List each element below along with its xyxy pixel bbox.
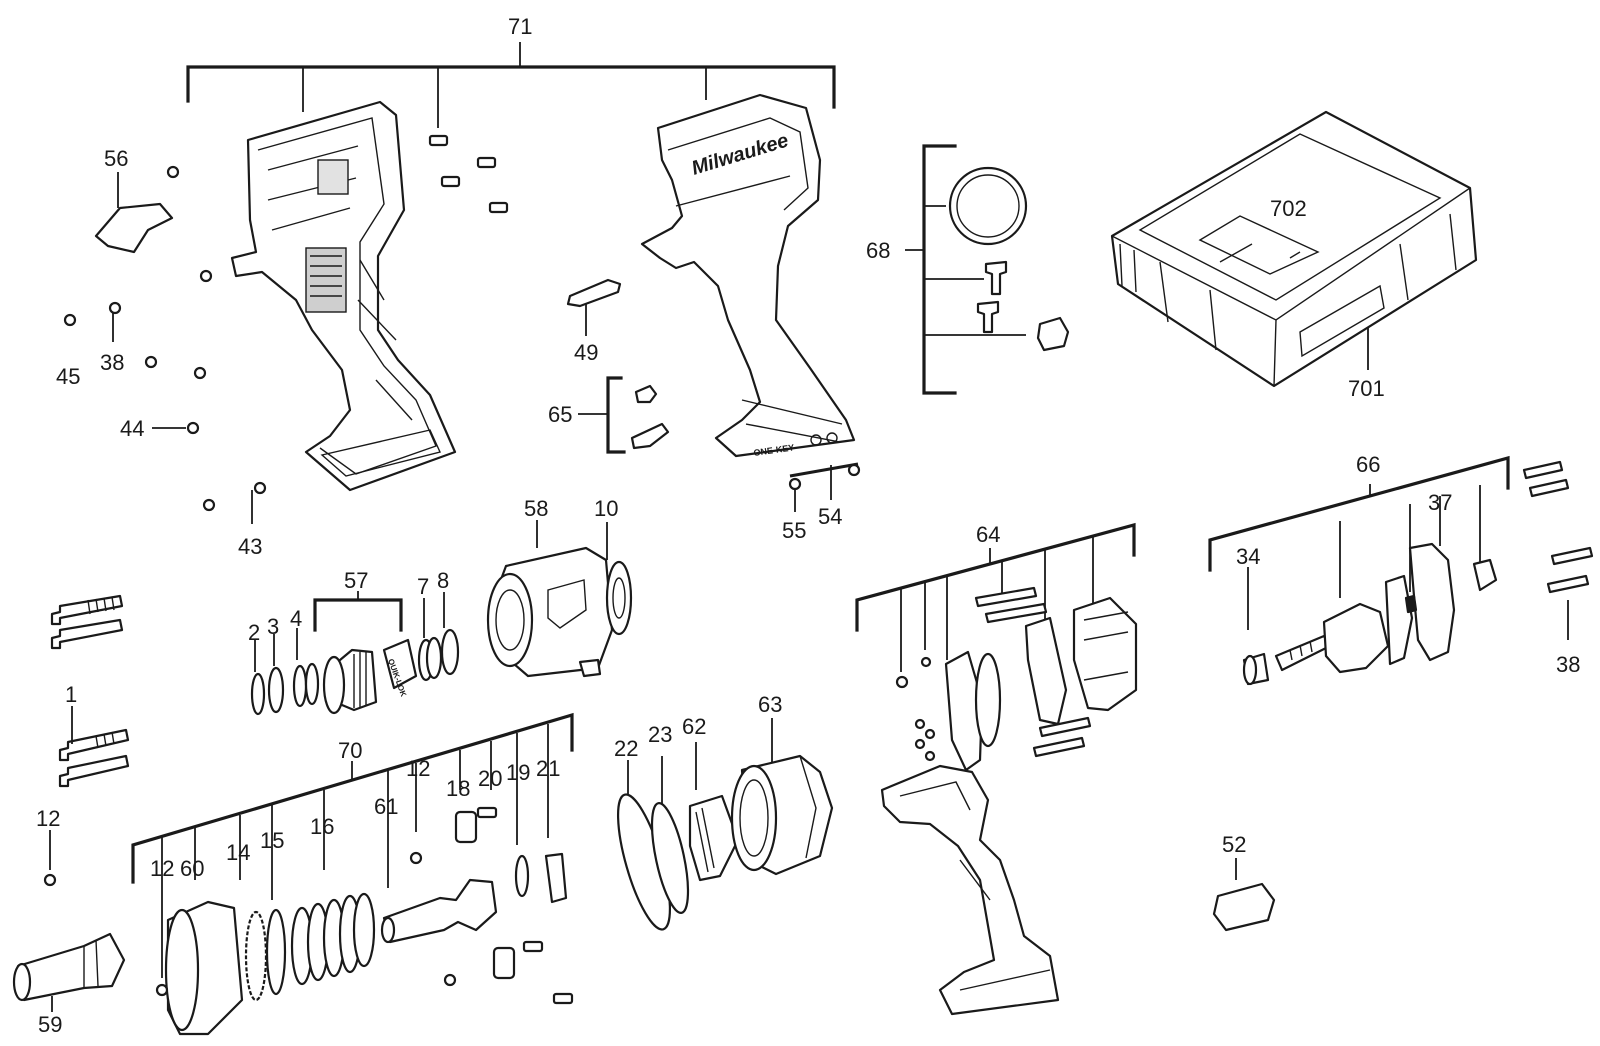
label-70: 70: [338, 738, 362, 763]
label-62: 62: [682, 714, 706, 739]
label-15: 15: [260, 828, 284, 853]
label-38b: 38: [1556, 652, 1580, 677]
part-65-switch-lever: [630, 422, 670, 450]
part-23-oring: [650, 802, 690, 914]
label-21: 21: [536, 756, 560, 781]
part-16-spring: [290, 892, 376, 986]
part-18-gear-top: [454, 810, 478, 844]
part-54-screw: [847, 463, 861, 477]
label-20: 20: [478, 766, 502, 791]
label-12b: 12: [406, 756, 430, 781]
label-10: 10: [594, 496, 618, 521]
label-52: 52: [1222, 832, 1246, 857]
part-62-ring-gear: [688, 794, 740, 882]
label-71: 71: [508, 14, 532, 39]
label-14: 14: [226, 840, 250, 865]
label-60: 60: [180, 856, 204, 881]
label-12a: 12: [36, 806, 60, 831]
label-43: 43: [238, 534, 262, 559]
label-22: 22: [614, 736, 638, 761]
part-59-anvil: [12, 932, 126, 1002]
label-68: 68: [866, 238, 890, 263]
part-56-label-plate: [94, 202, 174, 254]
label-8: 8: [437, 568, 449, 593]
label-64: 64: [976, 522, 1000, 547]
label-19: 19: [506, 760, 530, 785]
label-49: 49: [574, 340, 598, 365]
bracket-65: [578, 376, 626, 454]
part-68-cap: [1036, 316, 1070, 352]
label-16: 16: [310, 814, 334, 839]
part-14-ball-ring: [244, 910, 268, 1002]
callout-labels: 71 56 45 38 44 43 49 65 55 54 68 702 701…: [36, 14, 1580, 1037]
part-66-motor: [1242, 542, 1498, 686]
label-63: 63: [758, 692, 782, 717]
part-49-clip: [566, 278, 622, 308]
part-58-gear-housing: [486, 546, 614, 678]
part-15-washer: [265, 908, 287, 996]
part-21-ring: [544, 852, 568, 904]
housing-right-half: Milwaukee ONE-KEY: [640, 93, 856, 458]
label-61: 61: [374, 794, 398, 819]
part-20-pin-mid: [522, 940, 544, 953]
part-12-ball-b: [409, 851, 423, 865]
label-45: 45: [56, 364, 80, 389]
label-56: 56: [104, 146, 128, 171]
part-18-gear-bottom: [492, 946, 516, 980]
part-20-pin-bot: [552, 992, 574, 1005]
part-60-hammer: [155, 900, 244, 1036]
part-20-pin-top: [476, 806, 498, 819]
part-38-bolts-right: [1522, 460, 1594, 594]
bracket-68: [905, 144, 1026, 395]
part-64-electronics: [880, 586, 1138, 1016]
part-12-ball-c: [155, 983, 169, 997]
carry-case: [1110, 110, 1478, 388]
bracket-64: [855, 522, 1136, 672]
part-19-ring: [514, 854, 530, 898]
housing-pins: [428, 134, 509, 214]
housing-left-half: [230, 100, 457, 492]
label-23: 23: [648, 722, 672, 747]
label-34: 34: [1236, 544, 1260, 569]
part-55-screw: [788, 477, 802, 491]
label-38a: 38: [100, 350, 124, 375]
label-65: 65: [548, 402, 572, 427]
label-1: 1: [65, 682, 77, 707]
bracket-71: [186, 42, 836, 128]
part-65-switch-cap: [634, 384, 658, 404]
label-7: 7: [417, 574, 429, 599]
label-18: 18: [446, 776, 470, 801]
label-37: 37: [1428, 490, 1452, 515]
part-68-screw-1: [984, 260, 1008, 296]
part-63-motor-housing: [730, 754, 834, 876]
label-57: 57: [344, 568, 368, 593]
bracket-57: [313, 591, 403, 632]
label-59: 59: [38, 1012, 62, 1037]
label-54: 54: [818, 504, 842, 529]
part-68-ring: [948, 166, 1028, 246]
chuck-assembly-57: QUIK-LOK: [250, 628, 460, 716]
bracket-70: [131, 712, 574, 900]
housing-screws: [63, 165, 267, 512]
label-3: 3: [267, 614, 279, 639]
part-61-spindle: [380, 851, 498, 987]
label-44: 44: [120, 416, 144, 441]
label-58: 58: [524, 496, 548, 521]
part-68-screw-2: [976, 300, 1000, 334]
part-12-ball-a: [43, 873, 57, 887]
label-701: 701: [1348, 376, 1385, 401]
label-2: 2: [248, 620, 260, 645]
part-54-rod: [789, 462, 859, 478]
label-12c: 12: [150, 856, 174, 881]
label-66: 66: [1356, 452, 1380, 477]
label-4: 4: [290, 606, 302, 631]
bracket-66: [1208, 455, 1510, 630]
part-52-cap: [1212, 882, 1276, 932]
part-1-bolts: [50, 594, 130, 788]
label-55: 55: [782, 518, 806, 543]
part-10-washer: [605, 560, 633, 636]
label-702: 702: [1270, 196, 1307, 221]
